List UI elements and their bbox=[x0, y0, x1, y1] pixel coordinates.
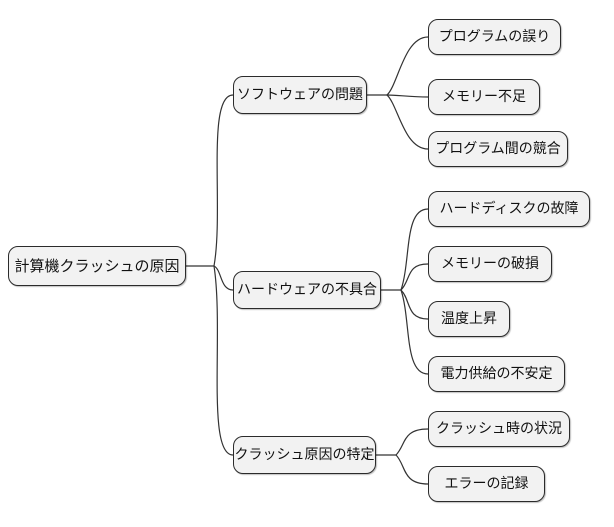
branch-node-hardware-faults: ハードウェアの不具合 bbox=[233, 271, 381, 309]
edge-root-hardware bbox=[213, 265, 234, 291]
edge-hardware-child1 bbox=[400, 208, 429, 291]
leaf-node-error-log: エラーの記録 bbox=[428, 466, 545, 502]
leaf-node-temperature-rise: 温度上昇 bbox=[428, 301, 510, 337]
edge-hardware-child2 bbox=[400, 263, 429, 291]
edge-software-child3 bbox=[386, 94, 429, 150]
edge-identify-child2 bbox=[395, 454, 429, 485]
edge-root-software bbox=[213, 94, 234, 267]
leaf-node-memory-corruption: メモリーの破損 bbox=[428, 246, 552, 282]
edge-root-identify bbox=[213, 265, 234, 456]
leaf-node-program-conflict: プログラム間の競合 bbox=[428, 131, 568, 167]
root-node-crash-causes: 計算機クラッシュの原因 bbox=[8, 246, 186, 286]
leaf-node-program-error: プログラムの誤り bbox=[428, 19, 561, 55]
edge-hardware-child3 bbox=[400, 289, 429, 320]
leaf-node-harddisk-failure: ハードディスクの故障 bbox=[428, 191, 590, 227]
branch-node-identify-cause: クラッシュ原因の特定 bbox=[233, 436, 376, 474]
edge-identify-child1 bbox=[395, 428, 429, 456]
leaf-node-crash-situation: クラッシュ時の状況 bbox=[428, 411, 570, 447]
leaf-node-unstable-power: 電力供給の不安定 bbox=[428, 356, 565, 392]
branch-node-software-problems: ソフトウェアの問題 bbox=[233, 76, 367, 114]
edge-software-child1 bbox=[386, 36, 429, 96]
edge-software-child2 bbox=[386, 94, 429, 98]
edge-hardware-child4 bbox=[400, 289, 429, 375]
leaf-node-memory-shortage: メモリー不足 bbox=[428, 79, 540, 115]
